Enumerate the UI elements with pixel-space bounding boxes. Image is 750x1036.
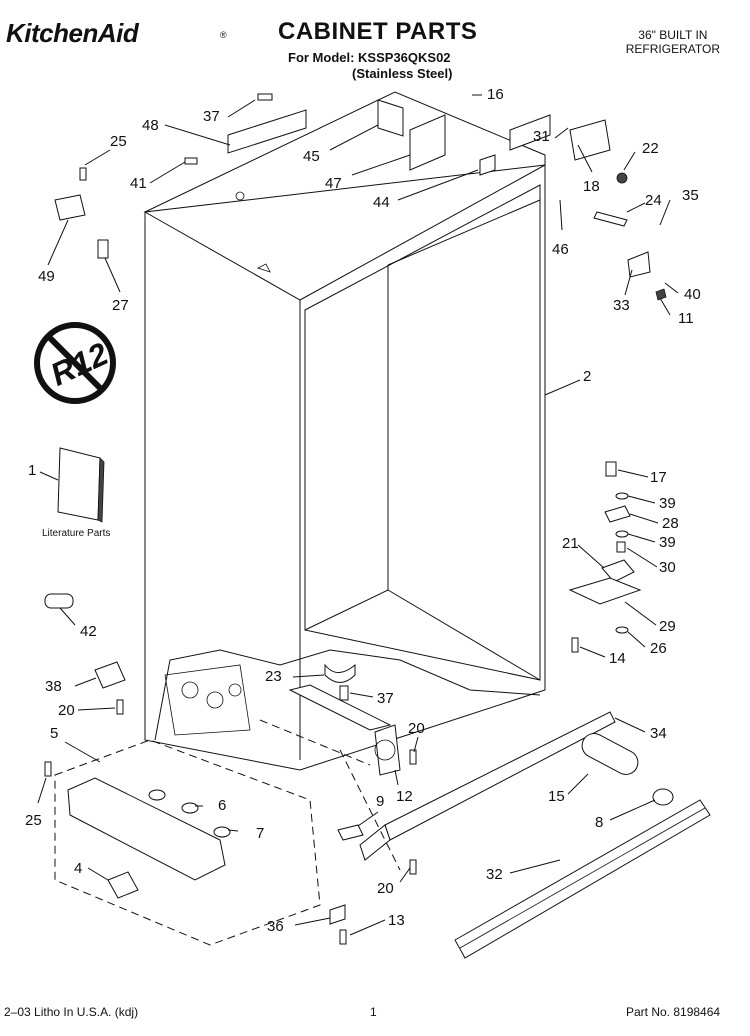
callout-29: 29 xyxy=(659,618,676,635)
callout-36: 36 xyxy=(267,918,284,935)
product-type: 36" BUILT IN REFRIGERATOR xyxy=(626,28,720,56)
callout-25-bottom: 25 xyxy=(25,812,42,829)
model-variant: (Stainless Steel) xyxy=(352,66,453,81)
callout-40: 40 xyxy=(684,286,701,303)
callout-22: 22 xyxy=(642,140,659,157)
model-line: For Model: KSSP36QKS02 xyxy=(288,50,451,65)
callout-21: 21 xyxy=(562,535,579,552)
callout-11: 11 xyxy=(678,310,694,327)
callout-41: 41 xyxy=(130,175,147,192)
callout-27: 27 xyxy=(112,297,129,314)
callout-44: 44 xyxy=(373,194,390,211)
callout-46: 46 xyxy=(552,241,569,258)
callout-39-lower: 39 xyxy=(659,534,676,551)
left-small-parts xyxy=(54,93,273,259)
literature-booklet xyxy=(57,447,105,523)
callout-20-bottom: 20 xyxy=(377,880,394,897)
callout-4: 4 xyxy=(74,860,83,877)
callout-17: 17 xyxy=(650,469,667,486)
callout-5: 5 xyxy=(50,725,59,742)
callout-47: 47 xyxy=(325,175,342,192)
callout-35: 35 xyxy=(682,187,699,204)
callout-14: 14 xyxy=(609,650,626,667)
top-hinge-brackets xyxy=(227,99,551,176)
footer-part-number: Part No. 8198464 xyxy=(626,1005,721,1019)
callout-13: 13 xyxy=(388,912,405,929)
callout-42: 42 xyxy=(80,623,97,640)
footer-page-number: 1 xyxy=(370,1005,377,1019)
lower-hinge-assembly xyxy=(568,461,642,653)
brand-registered-mark: ® xyxy=(220,30,227,40)
callout-37: 37 xyxy=(203,108,220,125)
callout-16: 16 xyxy=(487,86,504,103)
callout-2: 2 xyxy=(583,368,592,385)
callout-9: 9 xyxy=(376,793,385,810)
callout-20-left: 20 xyxy=(58,702,75,719)
lower-bracket-frame xyxy=(44,661,417,946)
callout-12: 12 xyxy=(396,788,413,805)
callout-18: 18 xyxy=(583,178,600,195)
no-r12-symbol xyxy=(34,322,116,404)
callout-45: 45 xyxy=(303,148,320,165)
footer-print-info: 2–03 Litho In U.S.A. (kdj) xyxy=(4,1005,139,1019)
callout-34: 34 xyxy=(650,725,667,742)
callout-39-upper: 39 xyxy=(659,495,676,512)
page-title: CABINET PARTS xyxy=(278,18,478,45)
literature-parts-label: Literature Parts xyxy=(42,528,111,539)
base-grille-assembly xyxy=(359,711,711,959)
callout-33: 33 xyxy=(613,297,630,314)
leader-lines xyxy=(37,94,679,936)
callout-26: 26 xyxy=(650,640,667,657)
callout-31: 31 xyxy=(533,128,550,145)
callout-32: 32 xyxy=(486,866,503,883)
callout-6: 6 xyxy=(218,797,227,814)
callout-8: 8 xyxy=(595,814,604,831)
cabinet-shell xyxy=(143,91,546,771)
product-type-line2: REFRIGERATOR xyxy=(625,42,720,56)
drain-tube-assembly xyxy=(259,663,401,776)
roller-part xyxy=(44,593,74,609)
callout-25-top: 25 xyxy=(110,133,127,150)
callout-30: 30 xyxy=(659,559,676,576)
callout-49: 49 xyxy=(38,268,55,285)
callout-38: 38 xyxy=(45,678,62,695)
callout-24: 24 xyxy=(645,192,662,209)
callout-1: 1 xyxy=(28,462,37,479)
product-type-line1: 36" BUILT IN xyxy=(638,28,708,42)
brand-logo: KitchenAid xyxy=(6,18,139,48)
callout-20-mid: 20 xyxy=(408,720,425,737)
upper-hinge xyxy=(569,119,667,301)
callout-7: 7 xyxy=(256,825,265,842)
callout-37-lower: 37 xyxy=(377,690,394,707)
callout-15: 15 xyxy=(548,788,565,805)
callout-28: 28 xyxy=(662,515,679,532)
callout-48: 48 xyxy=(142,117,159,134)
callout-23: 23 xyxy=(265,668,282,685)
